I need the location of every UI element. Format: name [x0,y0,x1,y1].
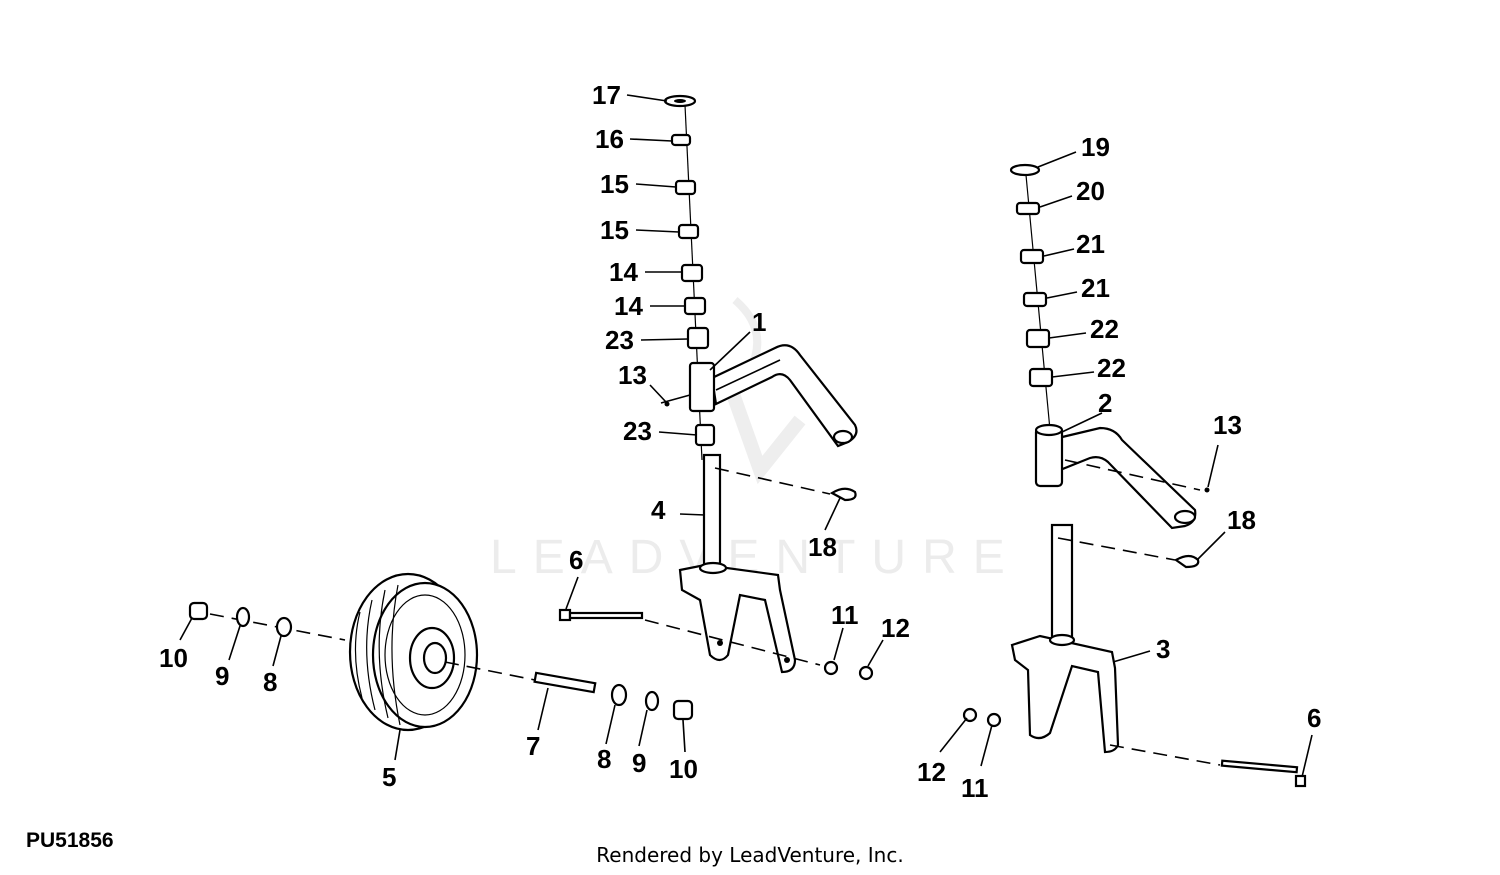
leader-lines [179,94,1313,778]
part-9-washer-left [235,606,251,628]
label-21b: 21 [1081,273,1110,303]
part-14-bushing-a [680,263,704,283]
part-11-nut-right [986,712,1002,728]
label-5: 5 [382,762,396,792]
label-19: 19 [1081,132,1110,162]
part-8-seal-left [275,616,293,638]
label-22a: 22 [1090,314,1119,344]
bolt-guide-right [1109,744,1221,766]
label-7: 7 [526,731,540,761]
arm-guide-right [1064,459,1201,491]
label-11b: 11 [961,773,989,803]
part-21-bushing-a [1019,248,1045,265]
label-17: 17 [592,80,621,110]
label-23b: 23 [623,416,652,446]
label-1: 1 [752,307,766,337]
part-17-washer [663,94,697,108]
part-11-nut-left [823,660,839,676]
part-15-bushing-b [677,223,700,240]
part-3-caster-fork [1010,523,1120,754]
part-8-seal-right [610,683,628,707]
label-18b: 18 [1227,505,1256,535]
label-10b: 10 [669,754,698,784]
part-9-washer-right [644,690,660,712]
axle-guide-right [444,661,536,681]
part-6-bolt-left [558,608,821,666]
label-14a: 14 [609,257,638,287]
label-20: 20 [1076,176,1105,206]
label-16: 16 [595,124,624,154]
part-13-fitting-left [664,401,670,407]
part-22-bushing-a [1025,328,1051,349]
part-20-bushing [1015,201,1041,216]
callout-labels: 17 16 15 15 14 14 23 1 13 23 4 18 6 11 1… [159,80,1321,803]
label-13a: 13 [618,360,647,390]
label-6b: 6 [1307,703,1321,733]
part-23-bearing-bottom [694,423,716,447]
part-12-locknut-left [858,665,874,681]
part-18-pin-right [1173,554,1200,569]
label-15a: 15 [600,169,629,199]
part-10-spacer-right [672,699,694,721]
label-12a: 12 [881,613,910,643]
part-19-washer [1009,163,1041,177]
part-7-axle-sleeve [533,671,597,694]
label-18a: 18 [808,532,837,562]
part-21-bushing-b [1022,291,1048,308]
label-8b: 8 [597,744,611,774]
label-23a: 23 [605,325,634,355]
diagram-code: PU51856 [26,829,114,852]
label-21a: 21 [1076,229,1105,259]
label-13b: 13 [1213,410,1242,440]
label-22b: 22 [1097,353,1126,383]
part-4-caster-fork [678,453,797,674]
part-14-bushing-b [683,296,707,316]
label-8a: 8 [263,667,277,697]
label-3: 3 [1156,634,1170,664]
label-12b: 12 [917,757,946,787]
label-9b: 9 [632,748,646,778]
part-18-pin-left [829,487,857,502]
label-9a: 9 [215,661,229,691]
part-15-bushing-a [674,179,697,196]
label-11a: 11 [831,600,859,630]
label-6a: 6 [569,545,583,575]
pin-guide-left [714,467,831,495]
label-14b: 14 [614,291,643,321]
part-22-bushing-b [1028,367,1054,388]
part-6-bolt-right [1220,759,1307,788]
part-13-fitting-right [1204,487,1210,493]
part-10-spacer-left [188,601,209,621]
label-2: 2 [1098,388,1112,418]
part-1-caster-arm [688,344,858,448]
pin-guide-right [1057,537,1176,561]
part-23-bearing-top [686,326,710,350]
label-10a: 10 [159,643,188,673]
label-15b: 15 [600,215,629,245]
part-2-caster-arm [1034,423,1197,530]
label-4: 4 [651,495,666,525]
part-5-wheel [348,572,479,732]
credit-text: Rendered by LeadVenture, Inc. [596,843,904,867]
part-16-bushing [670,133,692,147]
